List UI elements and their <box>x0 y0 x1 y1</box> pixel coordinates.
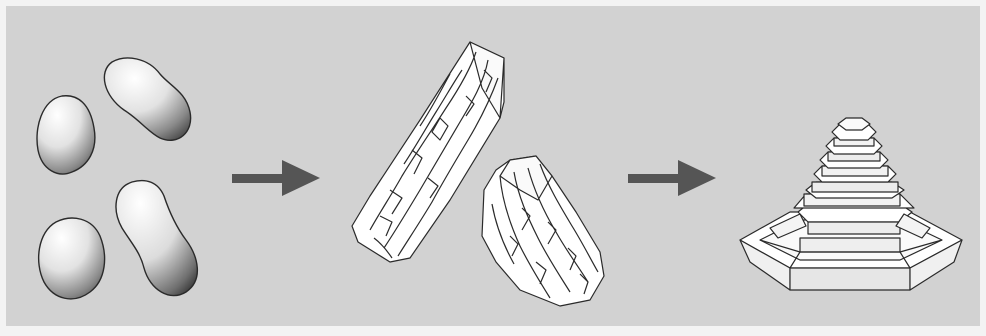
blob-shapes-icon <box>37 96 95 174</box>
blob-shapes-icon <box>39 218 105 299</box>
